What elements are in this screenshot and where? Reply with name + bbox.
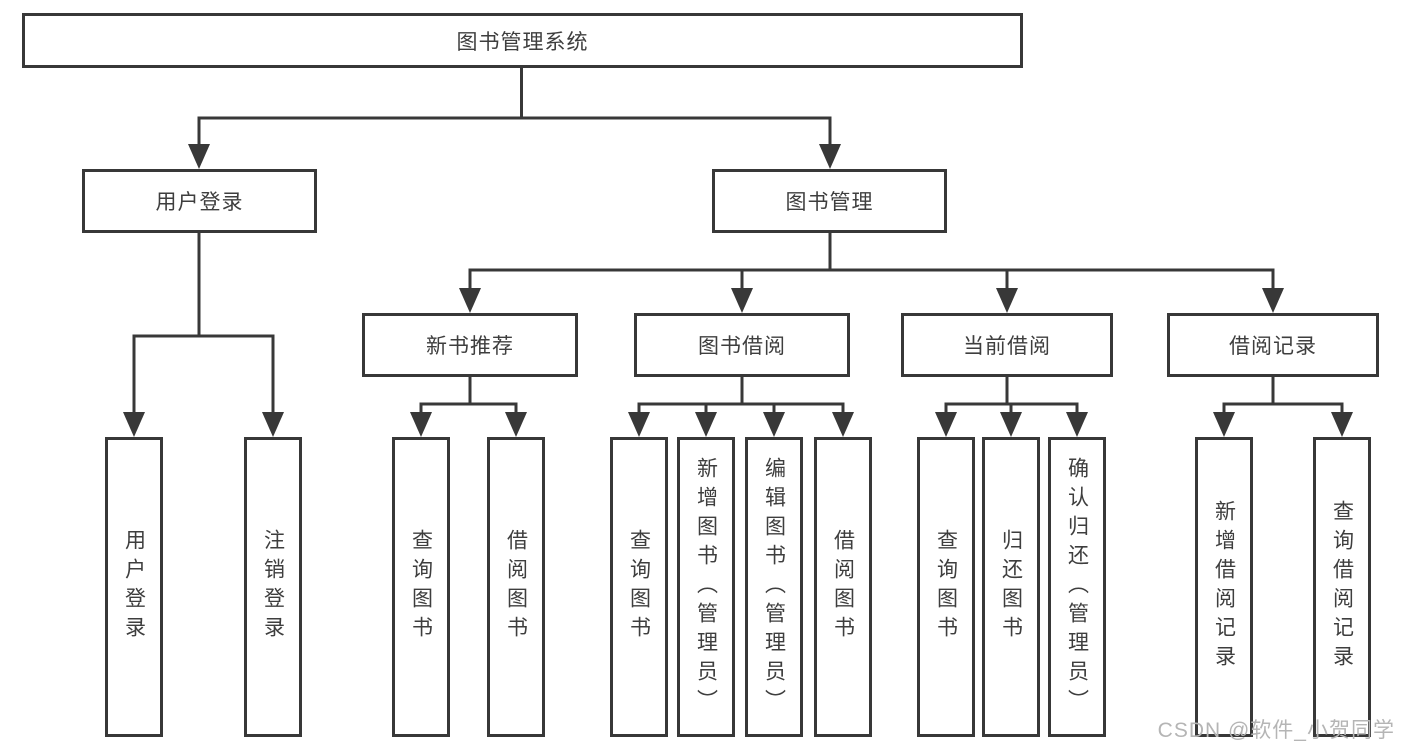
leaf-logout: 注销登录 (244, 437, 302, 737)
arrowhead (1262, 288, 1284, 313)
connector-paths (132, 68, 1344, 415)
arrowhead (763, 412, 785, 437)
node-new-book-recommend-label: 新书推荐 (426, 335, 514, 358)
node-borrow-records-label: 借阅记录 (1229, 335, 1317, 358)
arrowhead (695, 412, 717, 437)
leaf-confirm-return-admin-label: 确认归还（管理员） (1065, 456, 1089, 718)
node-book-borrow-label: 图书借阅 (698, 335, 786, 358)
node-user-login-label: 用户登录 (155, 191, 244, 214)
arrowhead (1000, 412, 1022, 437)
leaf-borrow-books-borrow: 借阅图书 (814, 437, 872, 737)
leaf-query-borrow-record-label: 查询借阅记录 (1330, 500, 1354, 674)
arrowhead (819, 144, 841, 169)
leaf-query-books-borrow-label: 查询图书 (627, 529, 651, 645)
leaf-query-books-recommend-label: 查询图书 (409, 529, 433, 645)
leaf-add-book-admin-label: 新增图书（管理员） (694, 456, 718, 718)
arrowhead (1331, 412, 1353, 437)
node-user-login: 用户登录 (82, 169, 317, 233)
arrowhead (935, 412, 957, 437)
leaf-logout-label: 注销登录 (261, 529, 285, 645)
node-new-book-recommend: 新书推荐 (362, 313, 578, 377)
node-root-label: 图书管理系统 (456, 30, 589, 54)
arrowhead (410, 412, 432, 437)
leaf-return-book: 归还图书 (982, 437, 1040, 737)
arrowheads (123, 144, 1353, 437)
leaf-return-book-label: 归还图书 (999, 529, 1023, 645)
leaf-confirm-return-admin: 确认归还（管理员） (1048, 437, 1106, 737)
node-book-management-label: 图书管理 (785, 191, 874, 214)
leaf-edit-book-admin-label: 编辑图书（管理员） (762, 456, 786, 718)
arrowhead (123, 412, 145, 437)
leaf-borrow-books-borrow-label: 借阅图书 (831, 529, 855, 645)
leaf-borrow-books-recommend: 借阅图书 (487, 437, 545, 737)
arrowhead (188, 144, 210, 169)
leaf-query-books-borrow: 查询图书 (610, 437, 668, 737)
leaf-user-login-label: 用户登录 (122, 529, 146, 645)
node-current-borrow-label: 当前借阅 (963, 335, 1051, 358)
leaf-borrow-books-recommend-label: 借阅图书 (504, 529, 528, 645)
leaf-add-borrow-record-label: 新增借阅记录 (1212, 500, 1236, 674)
arrowhead (996, 288, 1018, 313)
node-current-borrow: 当前借阅 (901, 313, 1113, 377)
leaf-query-borrow-record: 查询借阅记录 (1313, 437, 1371, 737)
leaf-query-books-current: 查询图书 (917, 437, 975, 737)
leaf-add-borrow-record: 新增借阅记录 (1195, 437, 1253, 737)
node-borrow-records: 借阅记录 (1167, 313, 1379, 377)
arrowhead (459, 288, 481, 313)
leaf-edit-book-admin: 编辑图书（管理员） (745, 437, 803, 737)
arrowhead (628, 412, 650, 437)
arrowhead (262, 412, 284, 437)
leaf-query-books-current-label: 查询图书 (934, 529, 958, 645)
leaf-add-book-admin: 新增图书（管理员） (677, 437, 735, 737)
node-book-management: 图书管理 (712, 169, 947, 233)
node-book-borrow: 图书借阅 (634, 313, 850, 377)
arrowhead (731, 288, 753, 313)
node-root: 图书管理系统 (22, 13, 1023, 68)
csdn-watermark: CSDN @软件_小贺同学 (1157, 719, 1395, 742)
leaf-user-login: 用户登录 (105, 437, 163, 737)
arrowhead (505, 412, 527, 437)
arrowhead (1213, 412, 1235, 437)
arrowhead (832, 412, 854, 437)
arrowhead (1066, 412, 1088, 437)
leaf-query-books-recommend: 查询图书 (392, 437, 450, 737)
